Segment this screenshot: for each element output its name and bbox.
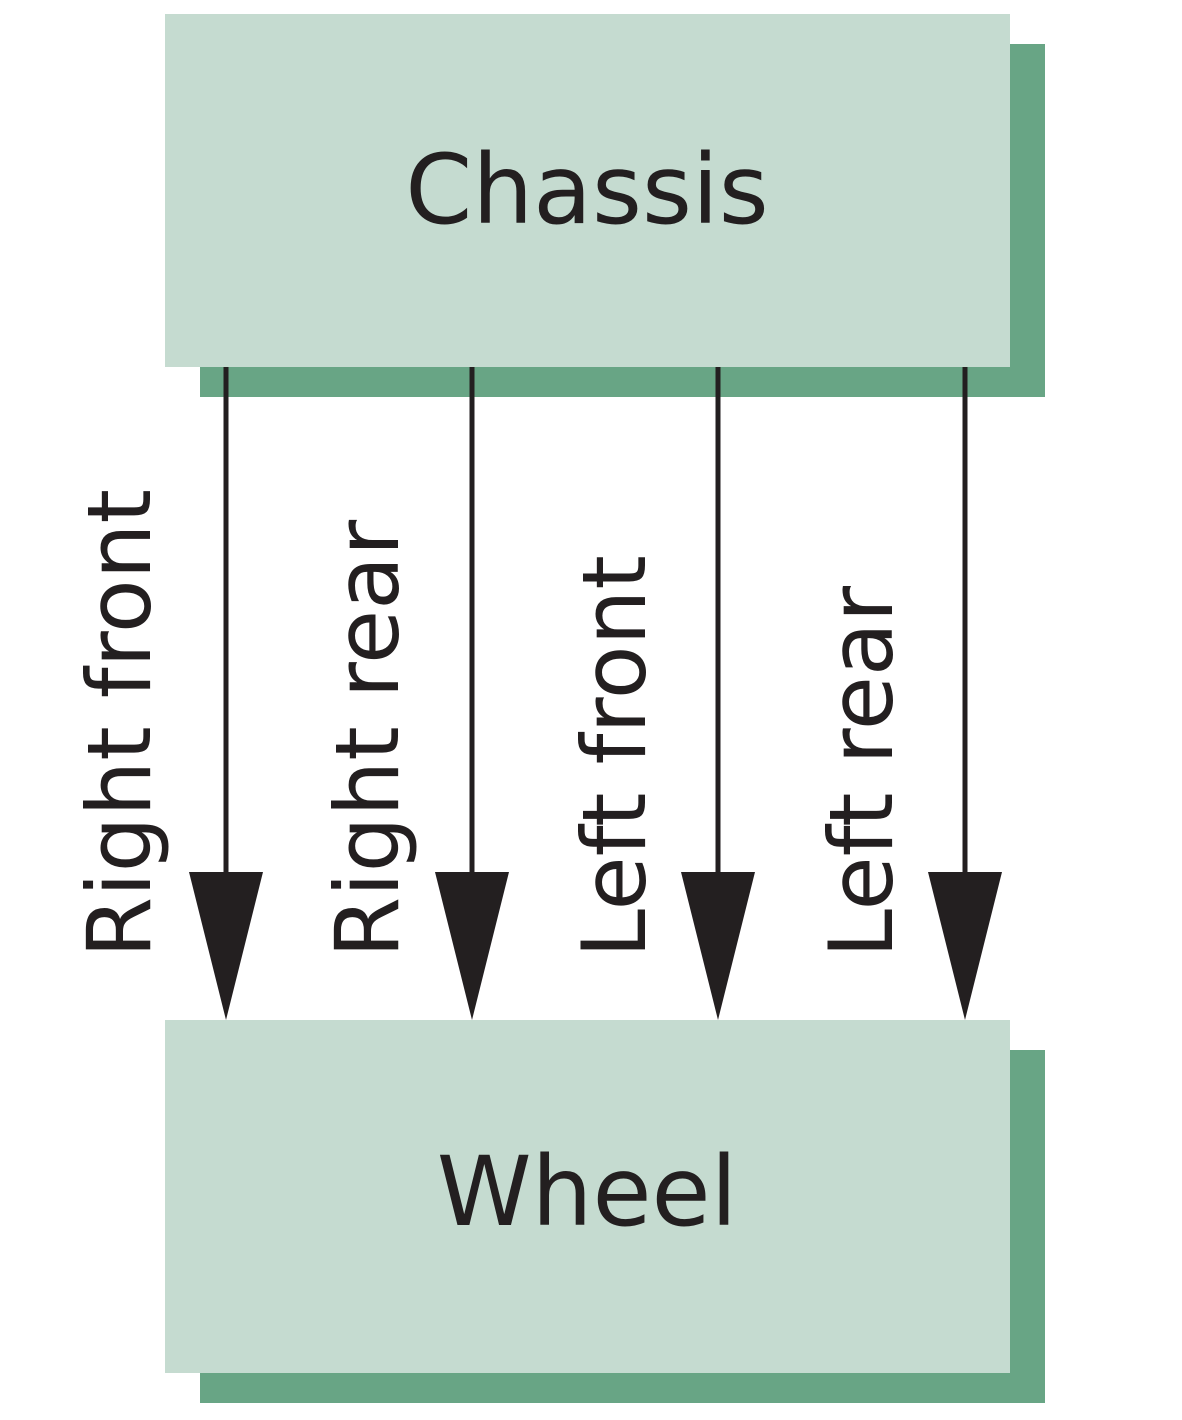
wheel-label: Wheel	[437, 1136, 738, 1248]
chassis-box	[165, 14, 1010, 367]
chassis-label: Chassis	[405, 134, 768, 246]
chassis-node: Chassis	[165, 14, 1045, 397]
edge-left-front: Left front	[563, 367, 755, 1020]
edge-left-front-label: Left front	[563, 555, 666, 958]
wheel-box	[165, 1020, 1010, 1373]
edge-right-rear-arrowhead	[435, 872, 509, 1020]
edge-right-front-label: Right front	[68, 489, 171, 958]
edge-right-rear: Right rear	[316, 367, 509, 1020]
edge-left-rear: Left rear	[810, 367, 1002, 1020]
edge-left-rear-label: Left rear	[810, 585, 913, 958]
edge-right-front-arrowhead	[189, 872, 263, 1020]
edge-right-rear-label: Right rear	[316, 519, 419, 958]
edge-right-front: Right front	[68, 367, 263, 1020]
wheel-node: Wheel	[165, 1020, 1045, 1403]
edge-left-rear-arrowhead	[928, 872, 1002, 1020]
edge-left-front-arrowhead	[681, 872, 755, 1020]
